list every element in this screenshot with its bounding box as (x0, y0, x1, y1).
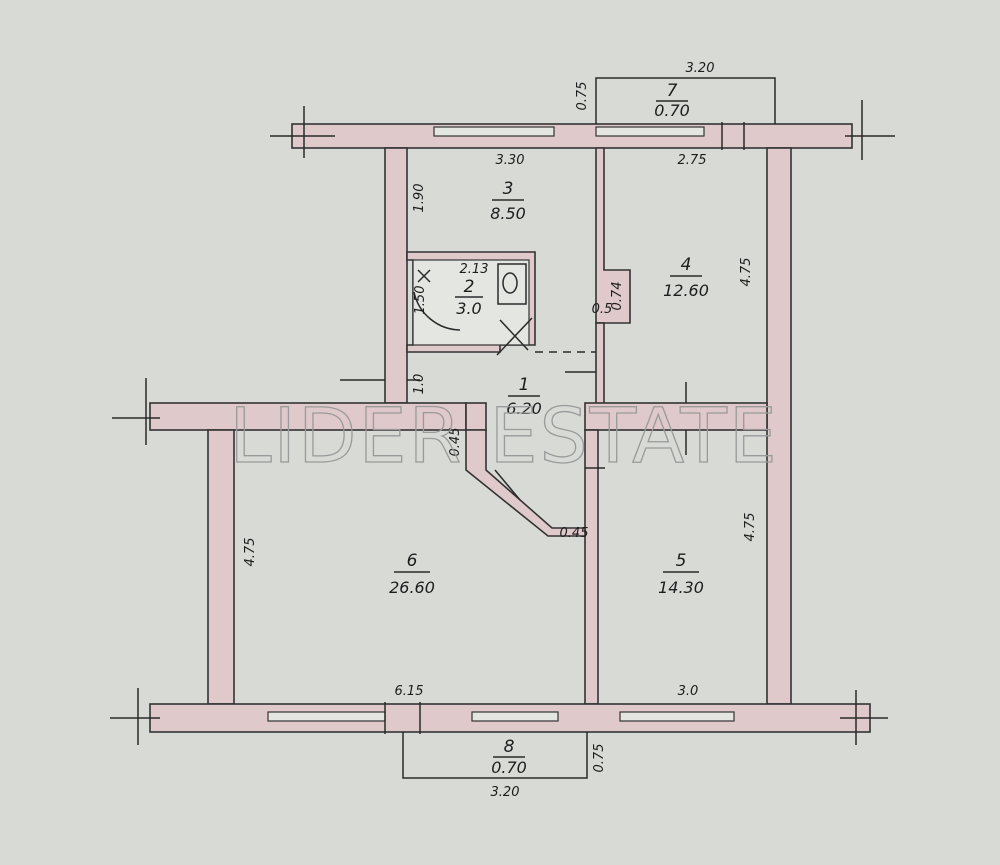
room-7-area: 0.70 (654, 101, 690, 120)
room-3-area: 8.50 (490, 204, 526, 223)
room-4-area: 12.60 (663, 281, 709, 300)
room-6-number: 6 (407, 551, 418, 571)
dim-hall-wall: 1.0 (412, 374, 427, 395)
room-labels: 3 8.50 4 12.60 2 3.0 1 6.20 6 26.60 5 14… (389, 81, 709, 777)
dim-niche-width: 0.5 (592, 302, 613, 317)
room-4-number: 4 (681, 255, 692, 275)
dim-balcony-top-width: 3.20 (686, 61, 715, 76)
dim-room6-width: 6.15 (395, 684, 424, 699)
fixtures (110, 77, 895, 779)
dim-hall-jamb-top: 0.45 (448, 428, 463, 457)
dim-niche-depth: 0.74 (610, 282, 625, 311)
room-3-number: 3 (503, 179, 514, 199)
dim-hall-jamb-bottom: 0.45 (560, 526, 589, 541)
room-5-number: 5 (676, 551, 687, 571)
room-5-area: 14.30 (658, 578, 704, 597)
room-2-number: 2 (464, 277, 475, 297)
room-8-area: 0.70 (491, 758, 527, 777)
dim-room6-depth: 4.75 (243, 538, 258, 567)
dim-room5-depth: 4.75 (743, 513, 758, 542)
room-6-area: 26.60 (389, 578, 435, 597)
dimension-labels: 3.20 0.75 3.30 1.90 2.75 4.75 2.13 1.50 … (243, 61, 758, 800)
watermark: LIDER ESTATE (229, 391, 779, 480)
room-8-number: 8 (504, 737, 515, 757)
room-1-area: 6.20 (506, 399, 542, 418)
room-7-number: 7 (667, 81, 678, 101)
room-1-number: 1 (519, 375, 530, 395)
room-2-area: 3.0 (456, 299, 481, 318)
dim-balcony-top-depth: 0.75 (575, 82, 590, 111)
dim-room5-width: 3.0 (678, 684, 699, 699)
dim-balcony-bottom-width: 3.20 (491, 785, 520, 800)
dim-bath-depth: 1.50 (413, 286, 428, 315)
dim-room3-depth: 1.90 (412, 184, 427, 213)
dim-room3-width: 3.30 (496, 153, 525, 168)
dim-bath-width: 2.13 (460, 262, 489, 277)
dim-room4-depth: 4.75 (739, 258, 754, 287)
dim-balcony-bottom-depth: 0.75 (592, 744, 607, 773)
dim-room4-width: 2.75 (678, 153, 707, 168)
walls (149, 122, 871, 734)
